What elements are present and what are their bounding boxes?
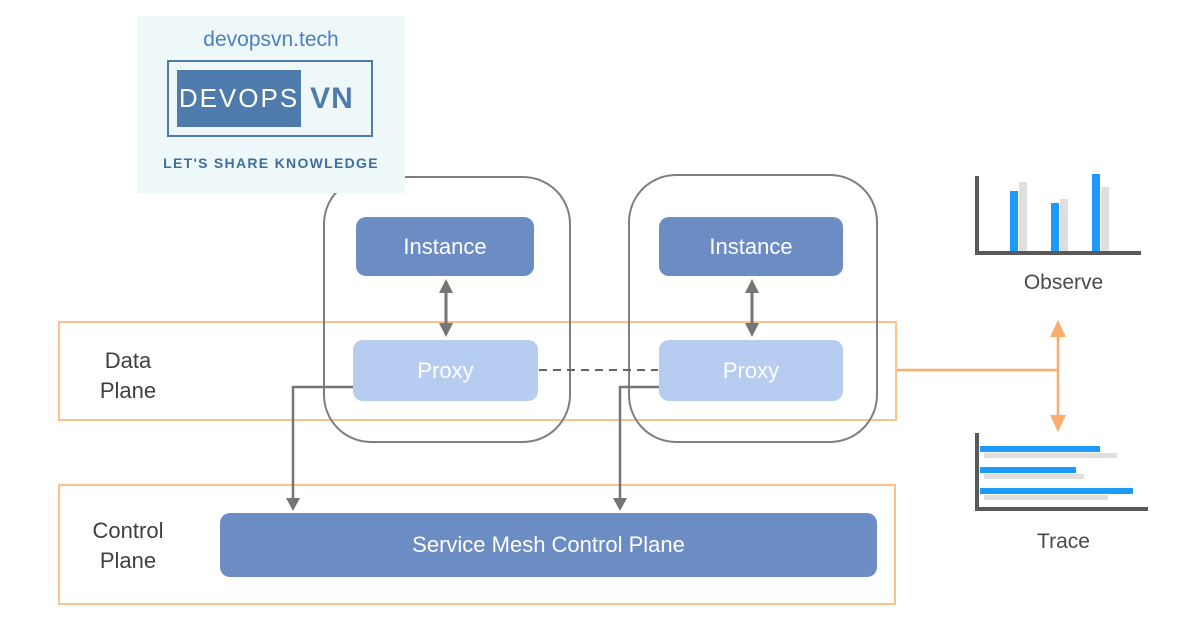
observe-gray-bar <box>1101 187 1109 251</box>
observe-label: Observe <box>1023 271 1104 294</box>
instance-box-2: Instance <box>659 217 843 276</box>
logo-devops-text: DEVOPS <box>177 70 301 127</box>
trace-chart-icon <box>975 433 1148 511</box>
site-url: devopsvn.tech <box>203 28 339 51</box>
trace-blue-bar <box>980 488 1133 494</box>
service-mesh-control-plane-box: Service Mesh Control Plane <box>220 513 877 577</box>
trace-label: Trace <box>1037 530 1090 553</box>
proxy-box-2: Proxy <box>659 340 843 401</box>
trace-gray-bar <box>984 453 1117 458</box>
proxy-box-1: Proxy <box>353 340 538 401</box>
observe-blue-bar <box>1092 174 1100 251</box>
data-plane-band <box>58 321 897 421</box>
control-plane-label: Control Plane <box>58 516 198 576</box>
control-plane-band <box>58 484 896 605</box>
control-plane-label-line1: Control <box>92 518 164 543</box>
logo-vn-text: VN <box>310 81 354 115</box>
trace-blue-bar <box>980 446 1100 452</box>
observe-blue-bar <box>1051 203 1059 251</box>
observe-trace-double-arrow <box>1050 320 1066 432</box>
data-plane-label-line2: Plane <box>99 378 157 403</box>
pod-2 <box>628 174 878 443</box>
trace-gray-bar <box>984 495 1108 500</box>
trace-blue-bar <box>980 467 1076 473</box>
data-plane-label-line1: Data <box>104 348 152 373</box>
data-plane-label: Data Plane <box>58 346 198 406</box>
instance-box-1: Instance <box>356 217 534 276</box>
observe-gray-bar <box>1019 182 1027 251</box>
brand-panel: devopsvn.tech DEVOPS VN LET'S SHARE KNOW… <box>137 16 405 193</box>
observe-blue-bar <box>1010 191 1018 251</box>
control-plane-label-line2: Plane <box>99 548 157 573</box>
devopsvn-logo: DEVOPS VN <box>167 60 373 137</box>
observe-gray-bar <box>1060 199 1068 251</box>
observe-chart-icon <box>975 174 1141 255</box>
trace-gray-bar <box>984 474 1084 479</box>
brand-tagline: LET'S SHARE KNOWLEDGE <box>163 155 379 171</box>
pod-1 <box>323 176 571 443</box>
